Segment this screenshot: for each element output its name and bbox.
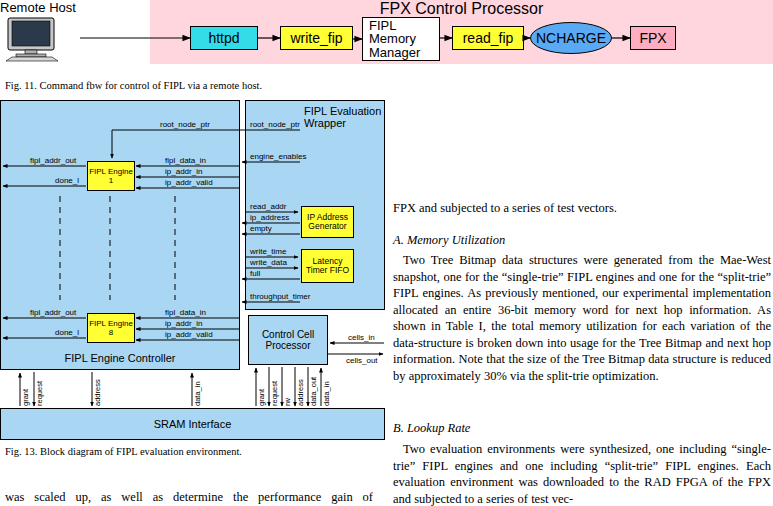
signal-name: done_l: [55, 328, 79, 337]
signal-name: root_node_ptr: [250, 120, 300, 129]
arrow-connector: [258, 37, 280, 38]
process-box: httpd: [190, 26, 258, 50]
signal-name: ip_address: [250, 213, 289, 222]
signal-name: throughput_timer: [250, 292, 310, 301]
fifo-box: Latency Timer FIFO: [301, 249, 354, 283]
signal-name: data_in: [322, 381, 331, 406]
signal-name: read_addr: [250, 202, 286, 211]
node-label: Remote Host: [0, 0, 76, 15]
signal-name: fipl_data_in: [165, 156, 206, 165]
body-text: Two evaluation environments were synthes…: [393, 441, 771, 506]
signal-name: empty: [250, 224, 272, 233]
cell-processor-box: Control Cell Processor: [248, 315, 328, 365]
node-label: Latency Timer FIFO: [302, 257, 353, 276]
signal-name: root_node_ptr: [160, 120, 210, 129]
signal-name: grant: [21, 389, 30, 406]
signal-name: request: [35, 381, 44, 406]
remote-host: Remote Host: [0, 0, 80, 62]
signal-name: cells_in: [348, 333, 375, 342]
signal-name: write_data: [250, 258, 287, 267]
arrow-connector: [353, 38, 362, 39]
signal-name: done_l: [55, 176, 79, 185]
computer-icon: [6, 18, 58, 61]
signal-name: full: [250, 269, 260, 278]
body-text: FPX and subjected to a series of test ve…: [393, 200, 771, 217]
node-label: httpd: [208, 30, 239, 46]
signal-name: ip_addr_in: [165, 319, 202, 328]
node-label: Control Cell Processor: [249, 329, 327, 352]
body-text: Two Tree Bitmap data structures were gen…: [393, 252, 771, 384]
process-box: read_fip: [452, 26, 524, 50]
controller-box: FIPL Engine Controller FIPL Engine 1 FIPL …: [0, 100, 240, 370]
signal-name: request: [270, 381, 279, 406]
signal-name: data_out: [309, 377, 318, 406]
figure-caption: Fig. 13. Block diagram of FIPL evaluatio…: [5, 446, 242, 458]
process-box: write_fip: [280, 26, 353, 50]
figure-caption: Fig. 11. Command fbw for control of FIPL…: [5, 80, 262, 92]
signal-name: address: [93, 379, 102, 406]
signal-name: fipl_data_in: [165, 308, 206, 317]
node-label: FIPL Engine 1: [88, 167, 134, 185]
signal-name: cells_out: [346, 356, 378, 365]
node-label: SRAM Interface: [154, 418, 232, 431]
generator-box: IP Address Generator: [301, 206, 354, 238]
processor-band: FPX Control Processor httpd write_fip FIPL …: [150, 0, 773, 64]
signal-name: fipl_addr_out: [30, 156, 76, 165]
node-label: FPX Control Processor: [380, 0, 544, 18]
signal-name: ip_addr_valid: [165, 178, 213, 187]
node-label: FIPL Engine Controller: [65, 352, 176, 365]
engine-box: FIPL Engine 8: [87, 313, 135, 343]
signal-name: ip_addr_in: [165, 167, 202, 176]
node-label: FIPL Evaluation Wrapper: [304, 105, 382, 129]
signal-name: write_time: [250, 247, 286, 256]
arrow-connector: [80, 37, 190, 38]
sram-box: SRAM Interface: [0, 408, 385, 440]
section-heading: B. Lookup Rate: [393, 420, 470, 437]
node-label: FPX: [639, 30, 666, 46]
node-label: NCHARGE: [536, 30, 606, 46]
node-label: FIPL Engine 8: [88, 319, 134, 337]
signal-name: address: [296, 379, 305, 406]
arrow-connector: [440, 37, 452, 38]
node-label: IP Address Generator: [302, 213, 353, 232]
arrow-connector: [524, 37, 530, 38]
section-heading: A. Memory Utilization: [393, 232, 505, 249]
memory-manager-box: FIPL Memory Manager: [362, 17, 440, 61]
node-label: write_fip: [290, 30, 342, 46]
engine-box: FIPL Engine 1: [87, 161, 135, 191]
node-label: read_fip: [463, 30, 514, 46]
signal-name: grant: [257, 389, 266, 406]
driver-ellipse: NCHARGE: [530, 22, 612, 54]
signal-name: ip_addr_valid: [165, 330, 213, 339]
body-text: was scaled up, as well as determine the …: [5, 489, 373, 506]
signal-name: data_in: [193, 381, 202, 406]
signal-wires: [3, 130, 384, 406]
signal-name: fipl_addr_out: [30, 308, 76, 317]
signal-name: engine_enables: [250, 152, 307, 161]
arrow-connector: [612, 37, 630, 38]
signal-name: rw: [283, 398, 292, 406]
node-label: FIPL Memory Manager: [369, 19, 439, 60]
hardware-box: FPX: [630, 26, 676, 50]
